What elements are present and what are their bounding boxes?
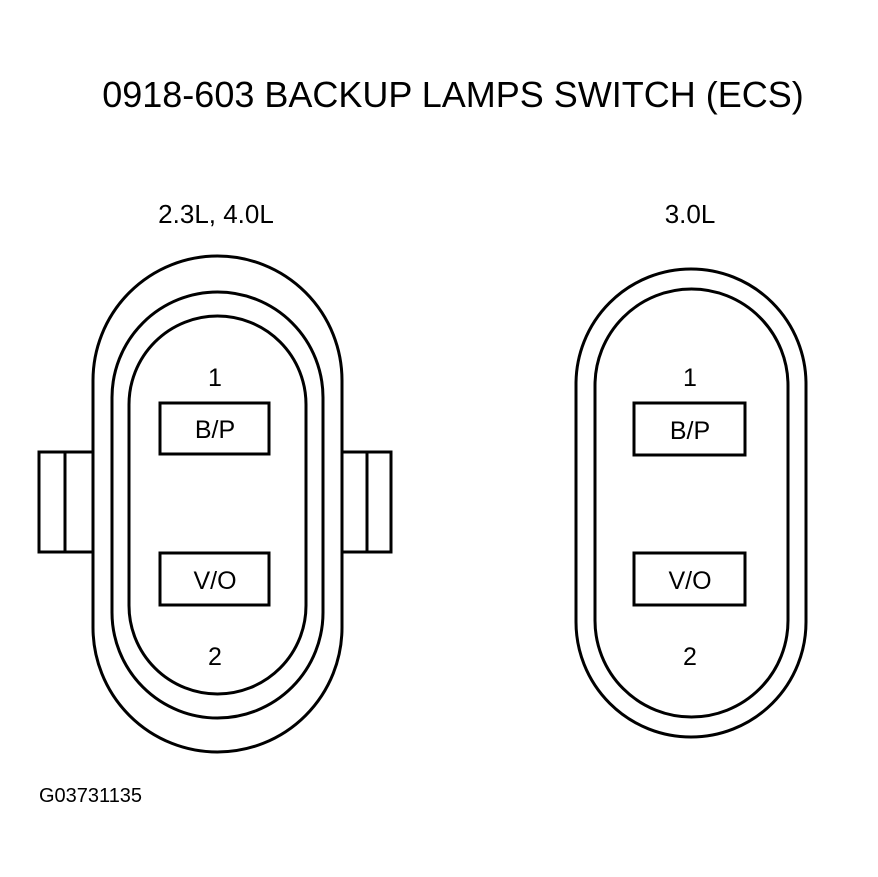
connector-left-label: 2.3L, 4.0L xyxy=(158,199,274,229)
figure-id: G03731135 xyxy=(39,785,142,807)
connector-right-pin2-box xyxy=(632,551,747,607)
connector-right-pin1-code: B/P xyxy=(670,417,710,445)
connector-right-pin2-number: 2 xyxy=(683,643,697,671)
diagram-title: 0918-603 BACKUP LAMPS SWITCH (ECS) xyxy=(102,74,804,115)
connector-left-outer-shell xyxy=(91,254,344,754)
connector-left-pin1-box xyxy=(158,401,271,456)
connector-left: 2.3L, 4.0L 1 B/P V/O 2 xyxy=(37,199,393,754)
connector-right-pin2-code: V/O xyxy=(668,567,711,595)
connector-right-pin1-number: 1 xyxy=(683,364,697,392)
connector-left-inner-face xyxy=(127,314,308,696)
connector-right-pin1-box xyxy=(632,401,747,457)
connector-right: 3.0L 1 B/P V/O 2 xyxy=(574,199,808,739)
connector-right-outer-shell xyxy=(574,267,808,739)
connector-left-pin2-box xyxy=(158,551,271,607)
connector-left-pin2-code: V/O xyxy=(193,567,236,595)
connector-left-middle-shell xyxy=(110,290,325,720)
left-latch-tab xyxy=(37,450,97,554)
connector-right-inner-face xyxy=(593,287,790,719)
connector-left-pin2-number: 2 xyxy=(208,643,222,671)
right-latch-tab xyxy=(337,450,393,554)
connector-left-pin1-number: 1 xyxy=(208,364,222,392)
connector-left-pin1-code: B/P xyxy=(195,416,235,444)
connector-right-label: 3.0L xyxy=(665,199,716,229)
